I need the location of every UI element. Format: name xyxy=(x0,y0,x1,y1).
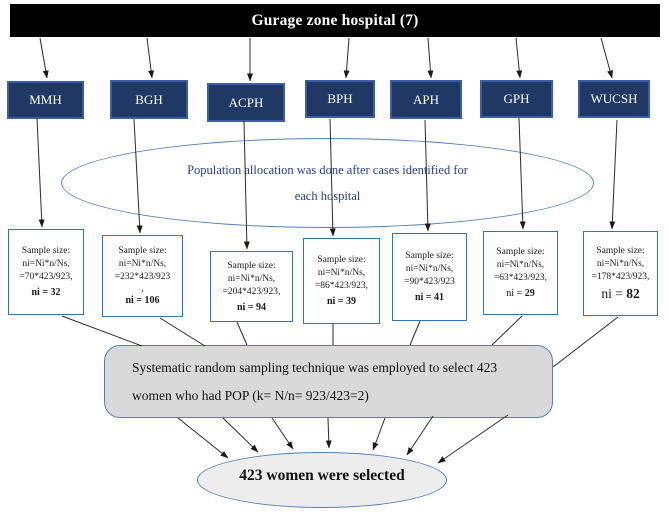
sample-line: ni=Ni*n/Ns, xyxy=(118,259,167,269)
sample-result: ni = 39 xyxy=(326,296,357,307)
sample-line: ni=Ni*n/Ns, xyxy=(405,264,454,274)
sample-size-box-wucsh: Sample size: ni=Ni*n/Ns, =178*423/923, n… xyxy=(583,231,658,316)
hospital-box-bph: BPH xyxy=(305,80,375,118)
hospital-label: WUCSH xyxy=(590,91,638,106)
final-selection-ellipse: 423 women were selected xyxy=(197,452,447,508)
sample-result: ni = 82 xyxy=(601,286,640,301)
hospital-label: BGH xyxy=(135,91,163,107)
sample-line: =86*423/923, xyxy=(314,281,369,291)
sample-result: ni = 94 xyxy=(236,301,267,313)
sample-result: ni = 32 xyxy=(31,287,61,298)
sample-result: ni = 29 xyxy=(506,288,535,299)
final-selection-label: 423 women were selected xyxy=(239,467,405,484)
sample-line: ni=Ni*n/Ns, xyxy=(496,260,545,270)
hospital-box-aph: APH xyxy=(390,80,462,119)
hospital-box-bgh: BGH xyxy=(110,80,188,119)
hospital-box-mmh: MMH xyxy=(7,81,84,119)
allocation-line2: each hospital xyxy=(294,188,361,203)
arrows-banner-to-hospitals xyxy=(39,37,613,82)
hospital-box-acph: ACPH xyxy=(207,83,285,122)
hospital-label: MMH xyxy=(29,92,62,107)
sample-line: ni=Ni*n/Ns, xyxy=(227,273,276,284)
hospital-box-gph: GPH xyxy=(480,80,553,118)
sample-size-box-bph: Sample size: ni=Ni*n/Ns, =86*423/923, ni… xyxy=(303,238,380,324)
sample-line: Sample size: xyxy=(596,246,645,256)
sample-size-box-acph: Sample size: ni=Ni*n/Ns, =204*423/923, n… xyxy=(210,251,293,322)
sampling-line1: Systematic random sampling technique was… xyxy=(132,360,498,375)
sample-line: =204*423/923, xyxy=(222,286,281,297)
sample-size-box-mmh: Sample size: ni=Ni*n/Ns, =70*423/923, ni… xyxy=(8,229,84,315)
sample-line: , xyxy=(141,283,144,293)
systematic-sampling-box: Systematic random sampling technique was… xyxy=(104,345,553,418)
sample-line: ni=Ni*n/Ns, xyxy=(22,259,70,269)
sample-line: Sample size: xyxy=(227,260,276,271)
sample-line: =63*423/923, xyxy=(493,273,548,283)
hospital-label: APH xyxy=(412,91,439,107)
sample-line: ni=Ni*n/Ns, xyxy=(596,259,645,269)
hospital-label: BPH xyxy=(327,91,353,106)
sample-size-box-gph: Sample size: ni=Ni*n/Ns, =63*423/923, ni… xyxy=(483,231,558,315)
hospital-label: ACPH xyxy=(228,94,264,110)
sample-size-box-aph: Sample size: ni=Ni*n/Ns, =90*423/923 ni … xyxy=(392,233,467,321)
sample-line: =232*423/923 xyxy=(114,272,171,282)
sample-size-box-bgh: Sample size: ni=Ni*n/Ns, =232*423/923 , … xyxy=(102,235,183,317)
sample-line: Sample size: xyxy=(405,251,454,261)
sample-line: Sample size: xyxy=(317,255,366,265)
sample-line: =90*423/923 xyxy=(404,277,455,287)
sample-line: Sample size: xyxy=(496,247,545,257)
sample-result: ni = 106 xyxy=(125,295,160,306)
hospital-label: GPH xyxy=(503,91,530,106)
sample-line: =178*423/923, xyxy=(591,272,650,282)
hospital-box-wucsh: WUCSH xyxy=(578,80,650,118)
sample-line: Sample size: xyxy=(21,246,71,256)
zone-hospital-banner: Gurage zone hospital (7) xyxy=(10,4,660,37)
sample-line: Sample size: xyxy=(118,246,167,256)
allocation-ellipse: Population allocation was done after cas… xyxy=(61,138,594,228)
banner-title: Gurage zone hospital (7) xyxy=(251,11,419,29)
sample-line: =70*423/923, xyxy=(19,272,73,282)
sample-line: ni=Ni*n/Ns, xyxy=(317,268,366,278)
sample-result: ni = 41 xyxy=(414,292,445,303)
sampling-line2: women who had POP (k= N/n= 923/423=2) xyxy=(132,388,369,403)
allocation-line1: Population allocation was done after cas… xyxy=(187,162,468,177)
